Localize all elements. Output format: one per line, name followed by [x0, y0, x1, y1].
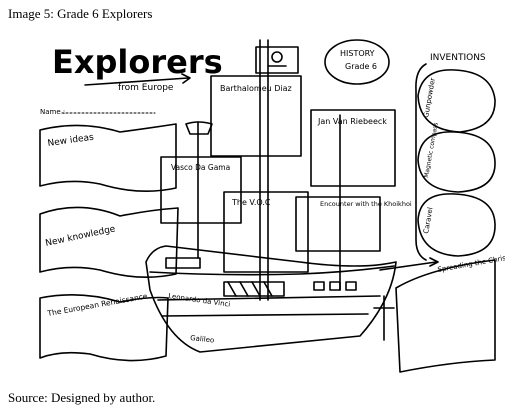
- invention-label: Magnetic compass: [423, 122, 440, 178]
- sail-left: Vasco Da Gama: [160, 156, 242, 224]
- flag-label: New knowledge: [45, 224, 117, 249]
- name-label: Name :: [40, 108, 65, 116]
- sail-label: Vasco Da Gama: [171, 163, 230, 172]
- sail-label: Encounter with the Khoikhoi: [320, 200, 412, 208]
- cross-icon: [373, 295, 395, 341]
- sail-label: The V.O.C: [231, 198, 271, 207]
- invention-compass: Magnetic compass: [417, 122, 496, 193]
- left-flag-new-ideas: New ideas: [39, 123, 177, 192]
- title-arrow: [84, 73, 191, 86]
- figure-source: Source: Designed by author.: [8, 390, 156, 405]
- worksheet-subtitle: from Europe: [118, 83, 174, 93]
- left-flag-renaissance: The European Renaissance: [39, 291, 169, 362]
- sail-right: Jan Van Riebeeck: [310, 109, 396, 187]
- badge-line2: Grade 6: [345, 62, 377, 71]
- invention-label: Caravel: [422, 207, 435, 235]
- inventions-heading: INVENTIONS: [430, 53, 486, 63]
- hull-label: Galileo: [190, 334, 215, 344]
- invention-gunpowder: Gunpowder: [417, 69, 496, 133]
- sail-label: Barthalomeu Diaz: [220, 84, 292, 93]
- bowsprit: [379, 257, 439, 271]
- ship-hull: [145, 245, 397, 353]
- left-flag-new-knowledge: New knowledge: [39, 206, 179, 278]
- flag-label: New ideas: [47, 133, 95, 149]
- badge-line1: HISTORY: [340, 49, 375, 58]
- sail-small: Encounter with the Khoikhoi: [295, 196, 412, 252]
- crows-nest: [185, 121, 213, 135]
- worksheet-title: Explorers: [52, 43, 223, 81]
- hull-label: Leonardo da Vinci: [168, 292, 231, 309]
- history-badge: HISTORY Grade 6: [324, 39, 390, 85]
- top-flag: [255, 46, 299, 74]
- sail-center: The V.O.C: [223, 191, 309, 273]
- sail-top: Barthalomeu Diaz: [210, 75, 302, 157]
- invention-label: Gunpowder: [422, 77, 437, 118]
- figure-caption: Image 5: Grade 6 Explorers: [8, 6, 153, 21]
- invention-caravel: Caravel: [417, 193, 496, 257]
- sail-label: Jan Van Riebeeck: [317, 117, 387, 126]
- inventions-bracket: [415, 63, 427, 261]
